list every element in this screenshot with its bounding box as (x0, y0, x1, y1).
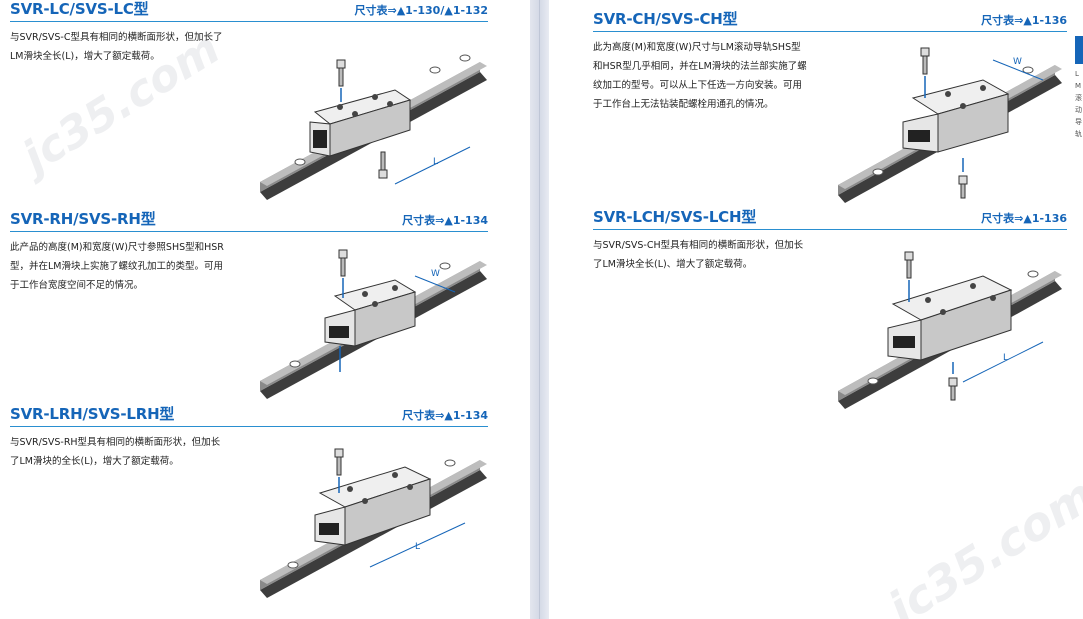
section-svr-lc: SVR-LC/SVS-LC型 尺寸表⇒▲1-130/▲1-132 与SVR/SV… (10, 0, 488, 200)
section-svr-rh: SVR-RH/SVS-RH型 尺寸表⇒▲1-134 此产品的高度(M)和宽度(W… (10, 210, 488, 400)
page-gutter (530, 0, 549, 619)
svg-text:L: L (1003, 353, 1008, 363)
mounting-bolt (336, 59, 388, 179)
section-header: SVR-RH/SVS-RH型 尺寸表⇒▲1-134 (10, 210, 488, 232)
svg-text:L: L (433, 157, 438, 167)
lm-block (902, 79, 1010, 153)
left-page: SVR-LC/SVS-LC型 尺寸表⇒▲1-130/▲1-132 与SVR/SV… (0, 0, 530, 619)
svg-text:W: W (431, 269, 440, 279)
dimension-table-ref[interactable]: 尺寸表⇒▲1-136 (981, 14, 1067, 27)
dimension-line: L (394, 146, 471, 185)
section-description: 此产品的高度(M)和宽度(W)尺寸参照SHS型和HSR 型，并在LM滑块上实施了… (10, 242, 224, 291)
mounting-bolt (920, 47, 968, 199)
lm-block (324, 279, 417, 347)
section-header: SVR-CH/SVS-CH型 尺寸表⇒▲1-136 (593, 10, 1067, 32)
section-svr-ch: SVR-CH/SVS-CH型 尺寸表⇒▲1-136 此为高度(M)和宽度(W)尺… (593, 10, 1067, 210)
dimension-table-ref[interactable]: 尺寸表⇒▲1-136 (981, 212, 1067, 225)
svg-text:W: W (1013, 57, 1022, 67)
chapter-tab (1075, 36, 1083, 64)
guide-illustration-rh: W (260, 249, 487, 399)
guide-illustration-lc: L (260, 54, 487, 200)
section-title: SVR-RH/SVS-RH型 (10, 210, 156, 228)
lm-block (309, 89, 412, 157)
section-description: 与SVR/SVS-RH型具有相同的横断面形状，但加长 了LM滑块的全长(L)，增… (10, 437, 221, 467)
guide-illustration-ch: W (838, 47, 1062, 203)
section-svr-lch: SVR-LCH/SVS-LCH型 尺寸表⇒▲1-136 与SVR/SVS-CH型… (593, 208, 1067, 409)
svg-text:L: L (415, 542, 420, 552)
lm-block (314, 466, 432, 546)
guide-illustration-lrh: L (260, 448, 487, 598)
section-header: SVR-LRH/SVS-LRH型 尺寸表⇒▲1-134 (10, 405, 488, 427)
dimension-line: L (369, 522, 466, 568)
dimension-table-ref[interactable]: 尺寸表⇒▲1-134 (402, 409, 488, 422)
right-page: SVR-CH/SVS-CH型 尺寸表⇒▲1-136 此为高度(M)和宽度(W)尺… (549, 0, 1083, 619)
dimension-table-ref[interactable]: 尺寸表⇒▲1-130/▲1-132 (354, 4, 488, 17)
dimension-table-ref[interactable]: 尺寸表⇒▲1-134 (402, 214, 488, 227)
mounting-bolt (904, 251, 958, 401)
section-header: SVR-LC/SVS-LC型 尺寸表⇒▲1-130/▲1-132 (10, 0, 488, 22)
lm-block (887, 275, 1013, 361)
dimension-line: W (414, 269, 456, 293)
mounting-bolt (334, 448, 344, 493)
dimension-line: W (992, 57, 1044, 81)
section-title: SVR-CH/SVS-CH型 (593, 10, 738, 28)
watermark: jc35.com (879, 467, 1083, 619)
dimension-line: L (962, 341, 1044, 383)
section-header: SVR-LCH/SVS-LCH型 尺寸表⇒▲1-136 (593, 208, 1067, 230)
chapter-tab-text: L M 滚 动 导 轨 (1075, 70, 1082, 138)
mounting-bolt (338, 249, 348, 372)
section-title: SVR-LRH/SVS-LRH型 (10, 405, 175, 423)
section-title: SVR-LCH/SVS-LCH型 (593, 208, 757, 226)
section-description: 与SVR/SVS-CH型具有相同的横断面形状，但加长 了LM滑块全长(L)、增大… (593, 240, 804, 270)
section-description: 此为高度(M)和宽度(W)尺寸与LM滚动导轨SHS型 和HSR型几乎相同，并在L… (593, 42, 807, 110)
section-title: SVR-LC/SVS-LC型 (10, 0, 149, 18)
section-svr-lrh: SVR-LRH/SVS-LRH型 尺寸表⇒▲1-134 与SVR/SVS-RH型… (10, 405, 488, 605)
section-description: 与SVR/SVS-C型具有相同的横断面形状，但加长了 LM滑块全长(L)，增大了… (10, 32, 223, 62)
guide-illustration-lch: L (838, 251, 1062, 409)
